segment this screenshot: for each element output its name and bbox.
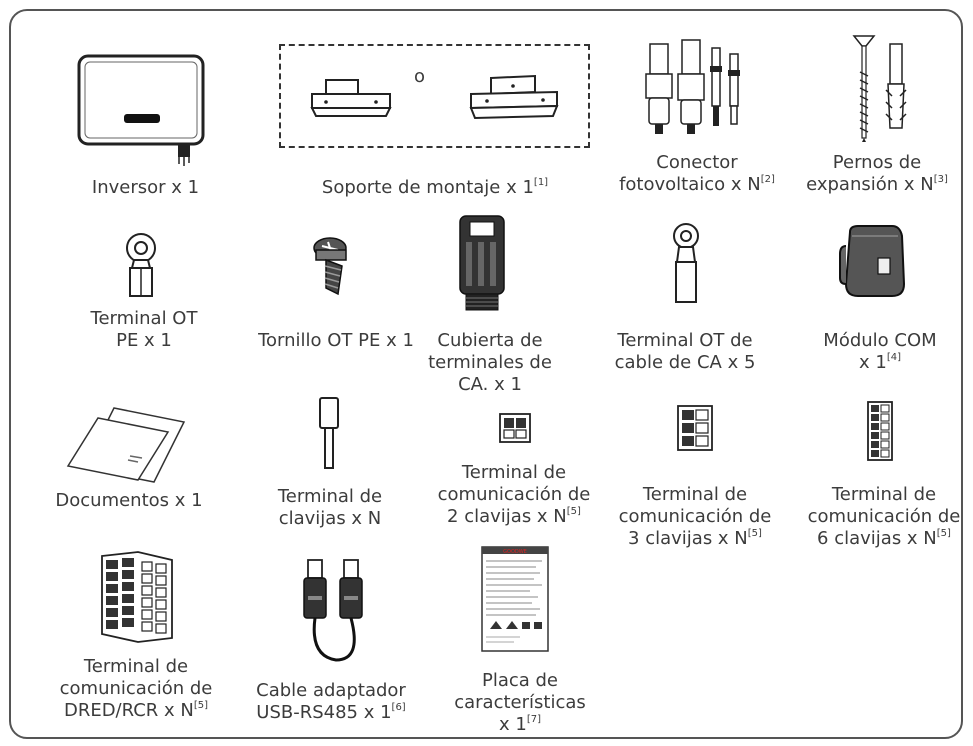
two-pin-terminal-illustration (498, 410, 532, 446)
pin-terminal-illustration (316, 396, 342, 472)
mounting-bracket-options-box (279, 44, 590, 148)
ot-pe-screw-illustration (308, 236, 360, 298)
inverter-illustration (76, 52, 216, 172)
three-pin-terminal-caption: Terminal de comunicación de 3 clavijas x… (618, 484, 772, 549)
two-pin-terminal-caption: Terminal de comunicación de 2 clavijas x… (437, 462, 591, 527)
expansion-bolts-caption: Pernos de expansión x N[3] (806, 152, 948, 195)
three-pin-terminal-illustration (676, 404, 716, 454)
mounting-bracket-option-b (465, 72, 565, 128)
ac-terminal-cover-illustration (456, 212, 508, 320)
pin-terminal-caption: Terminal de clavijas x N (277, 486, 383, 529)
ot-pe-terminal-caption: Terminal OT PE x 1 (90, 308, 198, 351)
ot-pe-screw-caption: Tornillo OT PE x 1 (258, 330, 414, 351)
nameplate-caption: Placa de características x 1[7] (454, 670, 586, 735)
packing-list-frame (9, 9, 963, 739)
mounting-bracket-caption: Soporte de montaje x 1[1] (321, 177, 549, 198)
expansion-bolts-illustration (852, 32, 912, 144)
dred-rcr-terminal-illustration (98, 550, 178, 644)
documents-caption: Documentos x 1 (55, 490, 203, 511)
ac-terminal-cover-caption: Cubierta de terminales de CA. x 1 (428, 330, 552, 395)
documents-illustration (66, 404, 188, 484)
ac-ot-terminal-illustration (666, 222, 706, 304)
inverter-caption: Inversor x 1 (91, 177, 200, 198)
dred-rcr-terminal-caption: Terminal de comunicación de DRED/RCR x N… (59, 656, 213, 721)
six-pin-terminal-illustration (866, 400, 896, 462)
ot-pe-terminal-illustration (118, 232, 164, 298)
option-separator: o (414, 66, 426, 87)
usb-rs485-cable-caption: Cable adaptador USB-RS485 x 1[6] (256, 680, 406, 723)
mounting-bracket-option-a (306, 76, 396, 128)
com-module-caption: Módulo COM x 1[4] (823, 330, 937, 373)
nameplate-illustration: GOODWE (480, 545, 552, 655)
six-pin-terminal-caption: Terminal de comunicación de 6 clavijas x… (807, 484, 961, 549)
pv-connector-illustration (645, 36, 758, 140)
ac-ot-terminal-caption: Terminal OT de cable de CA x 5 (614, 330, 756, 373)
svg-text:GOODWE: GOODWE (503, 549, 527, 555)
usb-rs485-cable-illustration (300, 556, 372, 666)
pv-connector-caption: Conector fotovoltaico x N[2] (619, 152, 775, 195)
com-module-illustration (832, 222, 916, 304)
